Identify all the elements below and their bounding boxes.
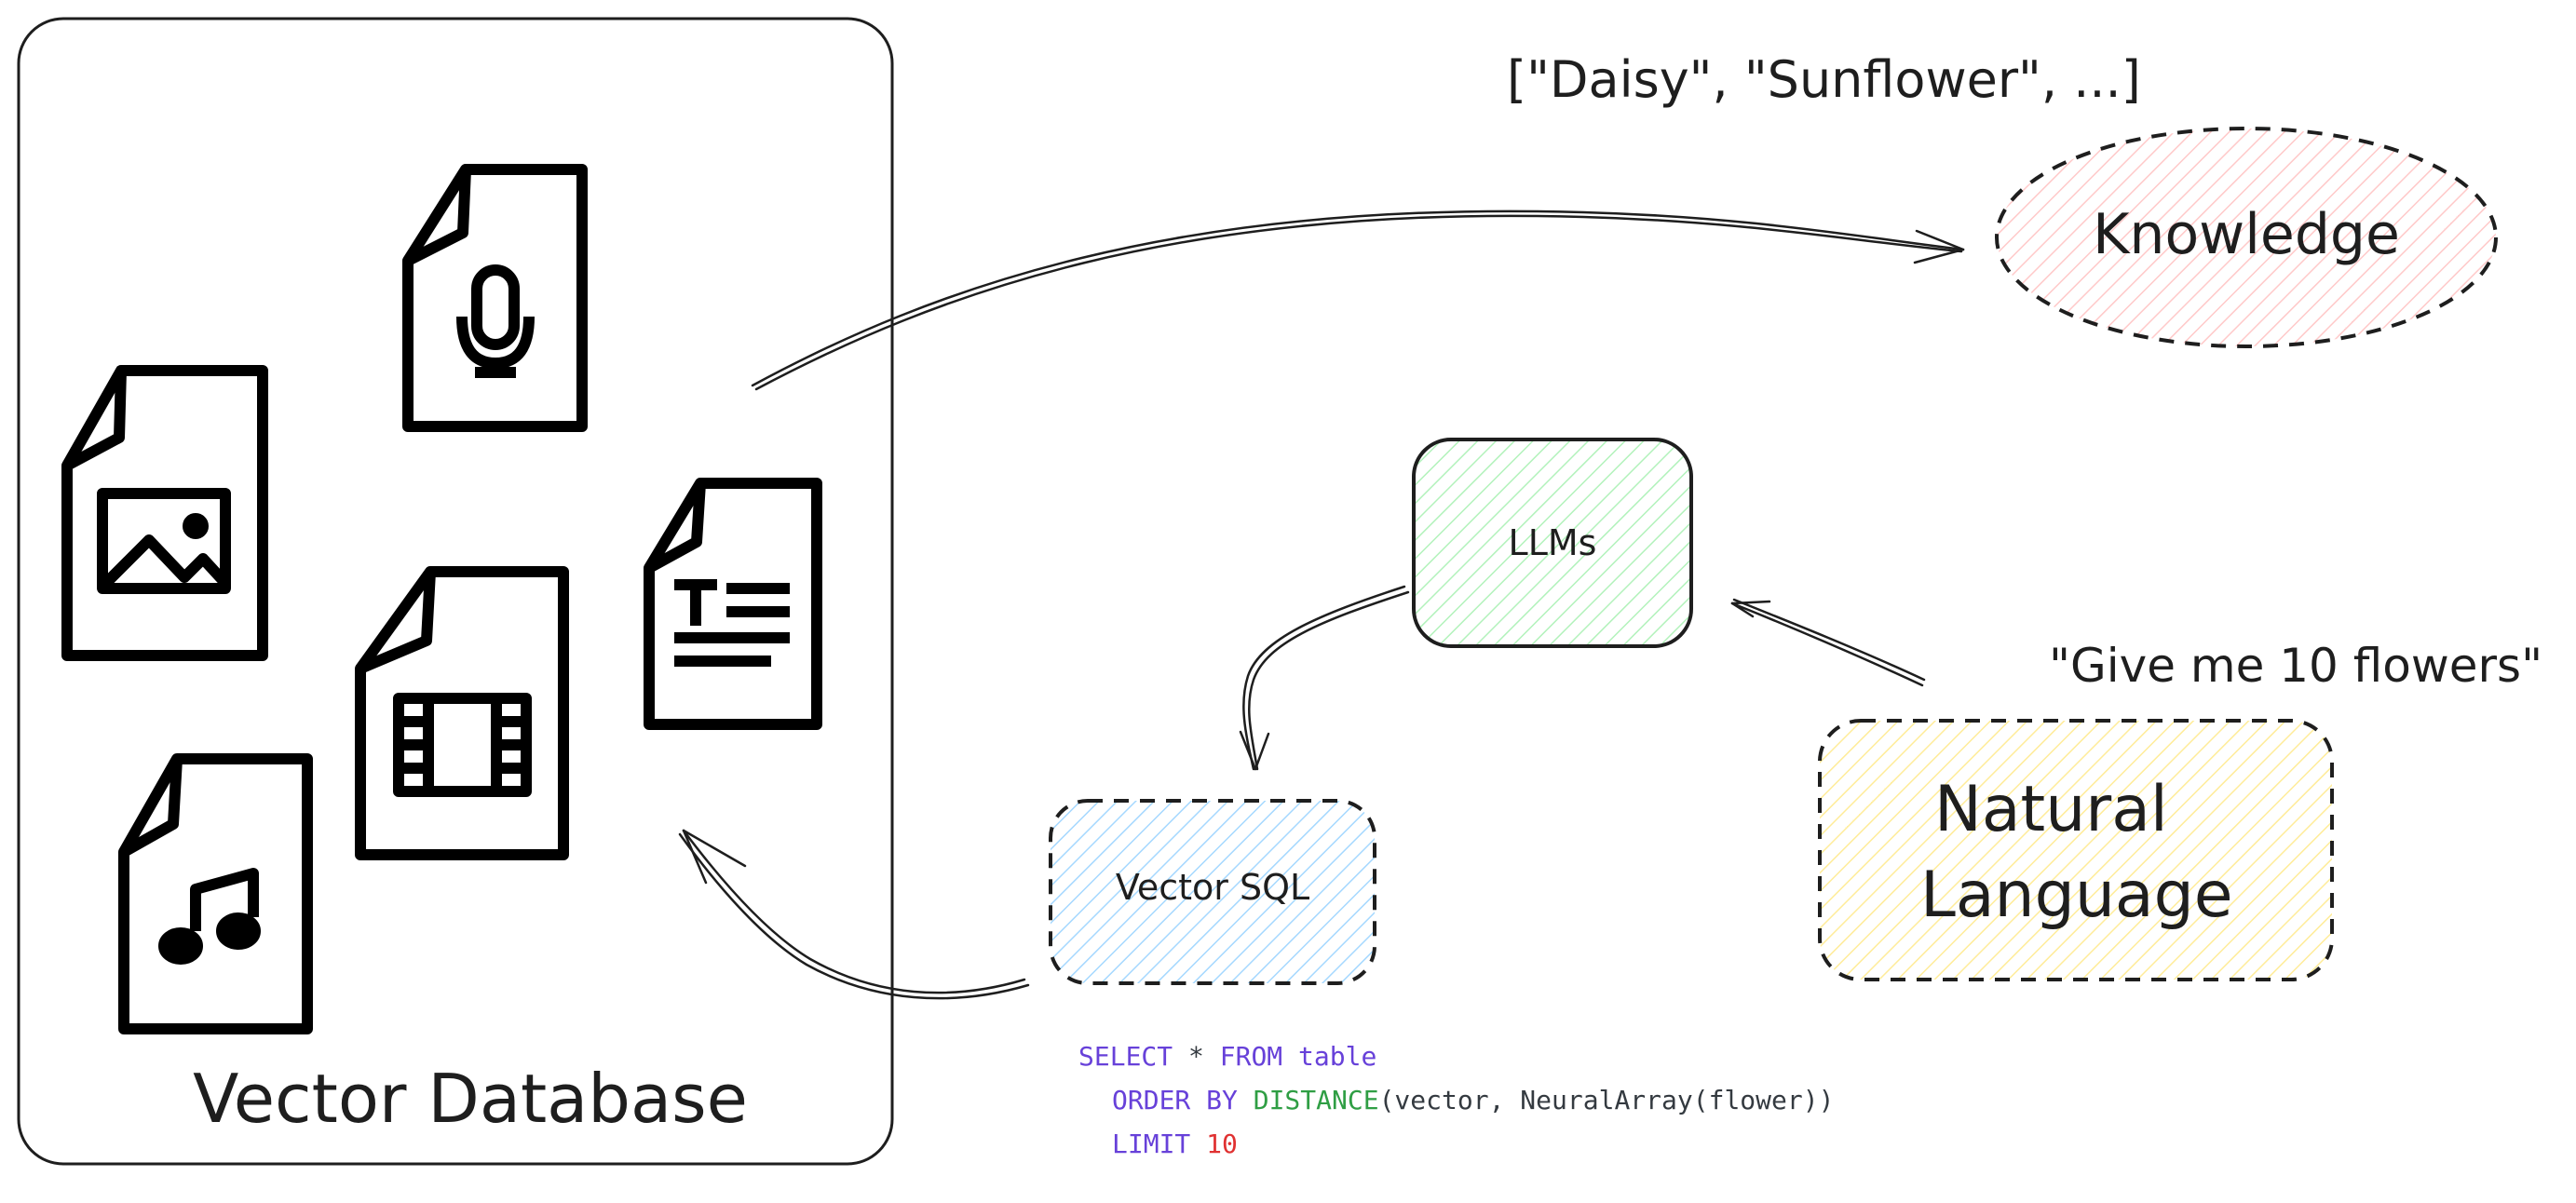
arrow-llms-to-vector-sql [1239,585,1410,771]
knowledge-label: Knowledge [2093,202,2400,267]
video-file-icon [355,566,569,860]
natural-language-node: Natural Language [1818,719,2334,981]
knowledge-node: Knowledge [1995,127,2498,348]
sql-number-limit: 10 [1206,1129,1238,1159]
arrow-natural-language-to-llms [1730,598,1926,687]
llms-label: LLMs [1509,522,1597,563]
natural-language-example: "Give me 10 flowers" [2049,639,2542,693]
sql-keyword-select: SELECT [1078,1041,1173,1072]
vector-database-container: Vector Database [17,17,894,1166]
natural-language-label-line1: Natural [1934,773,2168,846]
natural-language-label-line2: Language [1920,858,2233,932]
llms-node: LLMs [1412,438,1693,648]
knowledge-example: ["Daisy", "Sunflower", ...] [1507,50,2141,109]
sql-line-2: ORDER BY DISTANCE(vector, NeuralArray(fl… [1112,1085,1834,1115]
vector-sql-label: Vector SQL [1116,867,1309,908]
sql-query: SELECT * FROM table ORDER BY DISTANCE(ve… [1078,1041,1834,1159]
music-file-icon [118,753,313,1034]
audio-file-icon [402,164,588,432]
sql-keyword-limit: LIMIT [1112,1129,1190,1159]
vector-database-label: Vector Database [193,1060,748,1138]
text-file-icon [644,478,822,730]
vector-sql-node: Vector SQL [1049,799,1376,985]
sql-line-1: SELECT * FROM table [1078,1041,1376,1072]
sql-keyword-from: FROM [1220,1041,1282,1072]
arrow-vector-sql-to-database [678,829,1030,1000]
image-file-icon [61,365,268,661]
sql-function-distance: DISTANCE [1254,1085,1379,1115]
sql-keyword-order-by: ORDER BY [1112,1085,1238,1115]
arrow-database-to-knowledge [751,210,1965,391]
sql-line-3: LIMIT 10 [1112,1129,1238,1159]
